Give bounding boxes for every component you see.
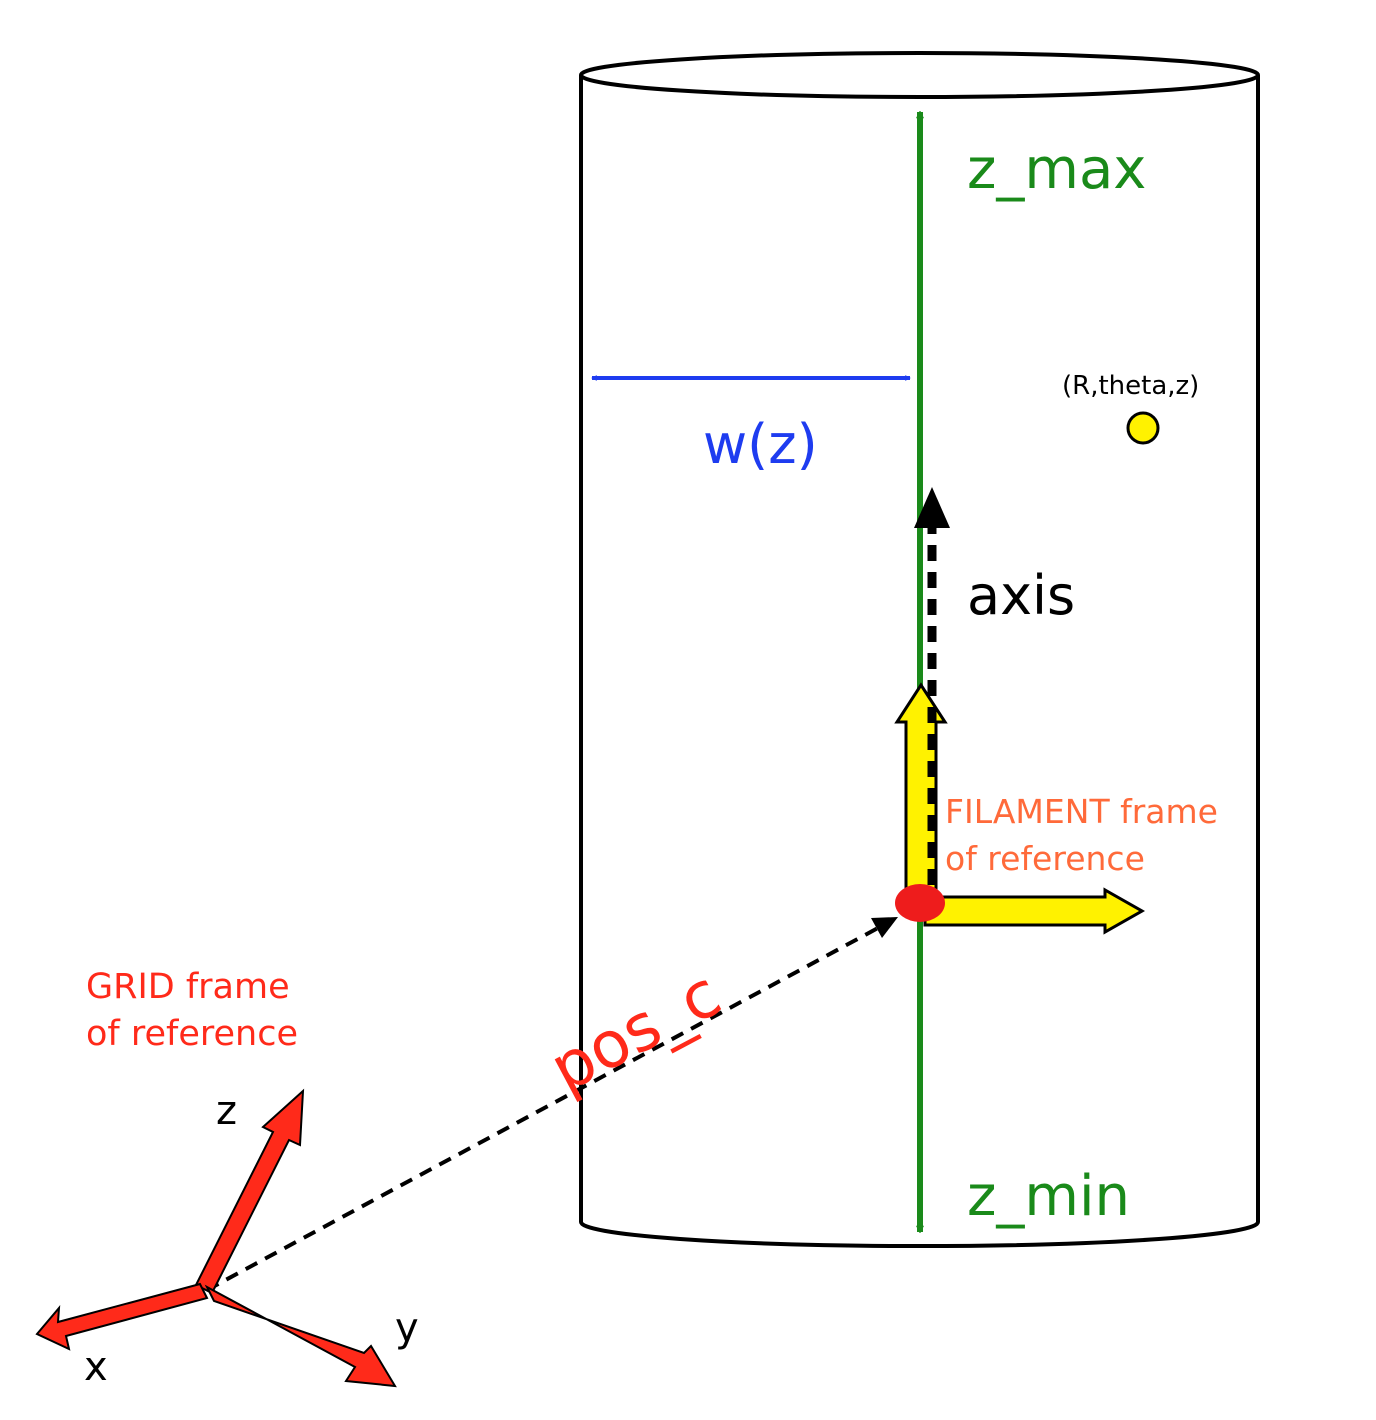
- z-max-label: z_max: [967, 137, 1146, 202]
- cylinder-body: [579, 75, 1260, 1249]
- grid-y-axis-arrow: [204, 1284, 397, 1388]
- grid-frame-axes: [35, 1088, 397, 1388]
- cylinder-top-ellipse: [579, 51, 1260, 99]
- filament-origin-point: [895, 884, 945, 922]
- point-label: (R,theta,z): [1062, 371, 1199, 401]
- filament-frame-label-line2: of reference: [945, 839, 1145, 878]
- axis-vector: [914, 487, 950, 885]
- filament-frame-right-arrow: [923, 887, 1146, 935]
- grid-z-label: z: [216, 1088, 237, 1134]
- cylinder: [579, 51, 1260, 1249]
- grid-frame-label-line2: of reference: [86, 1014, 298, 1054]
- axis-label: axis: [967, 564, 1075, 627]
- grid-y-label: y: [395, 1305, 419, 1351]
- grid-z-axis-arrow: [194, 1088, 305, 1295]
- pos-c-vector: [206, 917, 898, 1292]
- grid-frame-label-line1: GRID frame: [86, 967, 290, 1007]
- width-label: w(z): [703, 413, 818, 476]
- sample-point: [1126, 411, 1160, 445]
- filament-frame-up-arrow: [894, 682, 948, 907]
- grid-x-axis-arrow: [35, 1282, 209, 1351]
- filament-frame-label-line1: FILAMENT frame: [945, 792, 1218, 831]
- z-min-label: z_min: [967, 1164, 1130, 1229]
- pos-c-label: pos_c: [539, 957, 733, 1107]
- pos-c-arrowhead: [871, 917, 898, 938]
- grid-x-label: x: [84, 1344, 108, 1390]
- axis-arrowhead: [914, 487, 950, 528]
